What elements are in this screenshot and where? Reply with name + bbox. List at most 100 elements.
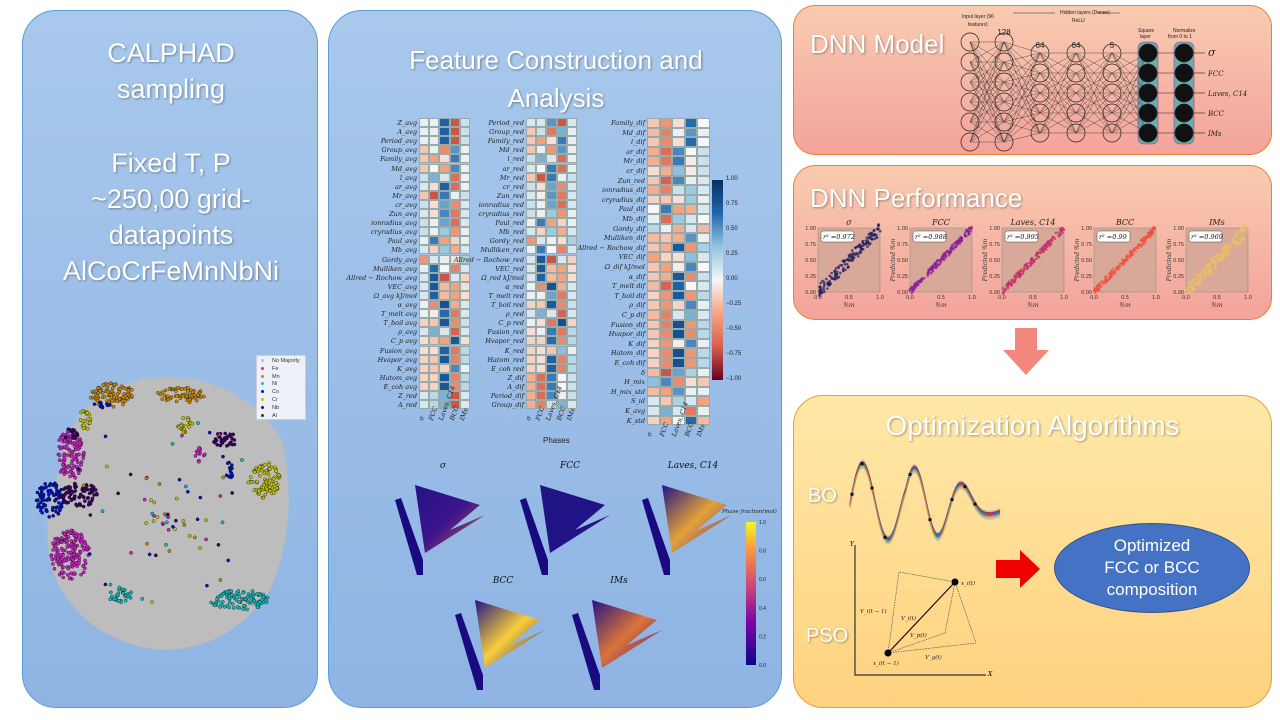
data-point [230, 602, 235, 606]
data-point [90, 389, 95, 394]
data-point [78, 550, 83, 555]
title-line: sampling [116, 74, 226, 104]
cluster-mn [156, 385, 206, 405]
data-point [232, 606, 236, 610]
data-point [108, 381, 113, 386]
data-point [158, 392, 163, 397]
data-point [79, 572, 83, 577]
data-point [160, 397, 164, 401]
bo-sample-point [860, 462, 864, 466]
data-point [79, 534, 84, 539]
data-point [79, 463, 83, 467]
data-point [69, 454, 73, 459]
data-point [60, 548, 65, 553]
data-point [70, 461, 74, 466]
data-point [111, 404, 116, 409]
data-point [106, 389, 111, 394]
data-point [243, 597, 248, 602]
data-point [117, 397, 122, 401]
data-point [246, 599, 250, 604]
data-point [73, 447, 78, 452]
data-point [215, 597, 219, 602]
data-point [185, 394, 189, 399]
data-point [167, 387, 172, 391]
data-point [73, 475, 78, 480]
bo-sample-point [850, 492, 854, 496]
data-point [66, 464, 71, 469]
bo-sample-point [973, 502, 977, 506]
data-point [201, 394, 206, 399]
data-point [83, 561, 88, 566]
data-point [74, 457, 79, 462]
data-point [57, 453, 62, 458]
data-point [66, 566, 71, 571]
data-point [60, 536, 64, 540]
data-point [56, 555, 60, 560]
data-point [57, 458, 62, 462]
data-point [59, 435, 63, 440]
data-point [117, 390, 122, 394]
data-point [163, 388, 168, 393]
data-point [121, 395, 125, 399]
cluster-mn [88, 381, 134, 409]
data-point [51, 548, 55, 552]
data-point [65, 529, 70, 534]
pso-prev-velocity [887, 571, 956, 654]
desc-line: AlCoCrFeMnNbNi [62, 256, 280, 286]
bo-surrogate-curve [849, 465, 1001, 543]
data-point [71, 472, 76, 477]
data-point [65, 441, 70, 446]
data-point [81, 570, 86, 575]
data-point [61, 469, 66, 473]
pso-annotation: V_i(t) [901, 615, 916, 622]
cluster-fe [56, 429, 86, 480]
data-point [110, 399, 115, 403]
data-point [74, 534, 79, 538]
data-point [53, 544, 58, 548]
data-point [52, 566, 57, 571]
data-point [76, 460, 80, 465]
data-point [67, 576, 72, 581]
data-point [186, 388, 190, 393]
calphad-title: CALPHAD sampling [23, 35, 319, 107]
data-point [166, 397, 171, 402]
data-point [124, 386, 128, 391]
right-arrow [996, 550, 1040, 588]
data-point [124, 396, 129, 400]
pso-annotation: V_p(t) [910, 632, 927, 639]
result-line: composition [1106, 580, 1198, 599]
desc-line: Fixed T, P [111, 148, 231, 178]
data-point [109, 393, 114, 397]
data-point [68, 531, 73, 535]
pso-y-axis-label: Y [850, 541, 855, 548]
data-point [130, 388, 134, 392]
data-point [187, 392, 192, 397]
pso-velocity-vector [887, 581, 956, 654]
data-point [68, 470, 73, 474]
data-point [100, 390, 105, 395]
data-point [70, 466, 75, 471]
data-point [115, 398, 119, 403]
data-point [63, 532, 67, 536]
particle-previous-position [884, 649, 892, 657]
data-point [65, 453, 70, 457]
bo-sample-point [883, 535, 887, 539]
data-point [130, 394, 134, 398]
data-point [82, 546, 86, 550]
data-point [85, 544, 90, 549]
data-point [68, 449, 72, 453]
data-point [68, 550, 73, 555]
data-point [57, 438, 62, 442]
data-point [55, 539, 60, 544]
data-point [77, 442, 82, 446]
data-point [101, 383, 106, 387]
data-point [70, 557, 75, 562]
bo-sample-point [908, 472, 912, 476]
data-point [82, 450, 86, 455]
data-point [196, 393, 200, 397]
data-point [69, 561, 74, 566]
data-point [65, 545, 70, 549]
data-point [65, 470, 69, 475]
result-line: Optimized [1113, 536, 1191, 555]
